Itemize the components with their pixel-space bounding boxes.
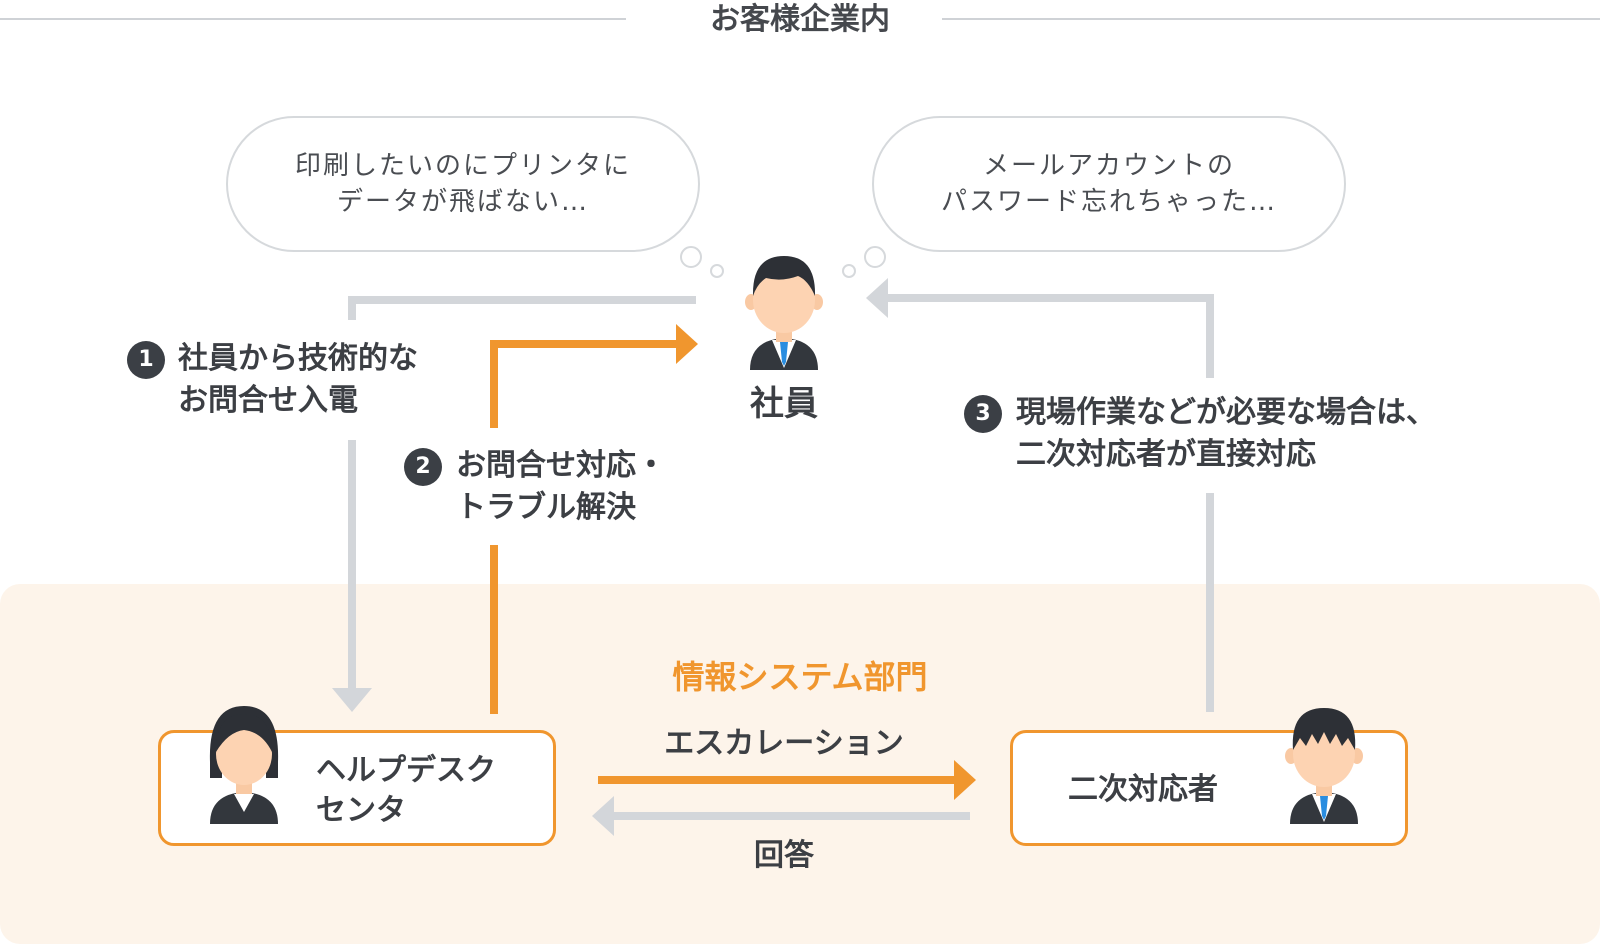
page-title: お客様企業内 [710, 2, 890, 37]
header-divider-right [942, 18, 1600, 20]
arrow-step1 [332, 296, 696, 712]
arrow-answer [592, 796, 970, 836]
male-employee-icon [745, 256, 823, 370]
male-support-icon [1285, 708, 1363, 824]
step3-badge: 3 [964, 395, 1002, 433]
thought-bubble-right: メールアカウントの パスワード忘れちゃった… [872, 116, 1346, 252]
thought-bubble-left-line1: 印刷したいのにプリンタに [294, 151, 631, 181]
step1-text: 社員から技術的な お問合せ入電 [178, 338, 418, 422]
female-helpdesk-icon [209, 706, 279, 824]
step1-badge: 1 [127, 341, 165, 379]
department-title: 情報システム部門 [672, 658, 928, 696]
secondary-label: 二次対応者 [1068, 772, 1218, 807]
thought-bubble-right-line2: パスワード忘れちゃった… [940, 187, 1277, 217]
thought-bubble-right-line1: メールアカウントの [982, 151, 1235, 181]
step2-text: お問合せ対応・ トラブル解決 [456, 445, 666, 529]
arrow-step3 [866, 278, 1214, 712]
step2-badge: 2 [404, 448, 442, 486]
thought-bubble-left: 印刷したいのにプリンタに データが飛ばない… [226, 116, 700, 252]
escalation-label: エスカレーション [664, 726, 904, 761]
answer-label: 回答 [754, 838, 814, 873]
header-divider-left [0, 18, 626, 20]
step1-line1: 社員から技術的な [178, 341, 418, 376]
step1-line2: お問合せ入電 [178, 383, 358, 418]
arrow-escalation [598, 760, 976, 800]
employee-label: 社員 [750, 384, 818, 424]
step3-line1: 現場作業などが必要な場合は、 [1016, 395, 1436, 430]
step3-line2: 二次対応者が直接対応 [1016, 437, 1316, 472]
helpdesk-label: ヘルプデスク センタ [316, 751, 496, 831]
step3-text: 現場作業などが必要な場合は、 二次対応者が直接対応 [1016, 392, 1436, 476]
thought-bubble-left-line2: データが飛ばない… [336, 187, 589, 217]
thought-dot-icon [710, 264, 724, 278]
thought-dot-icon [864, 246, 886, 268]
thought-dot-icon [842, 264, 856, 278]
helpdesk-label-line2: センタ [316, 793, 406, 828]
arrow-step2 [490, 324, 698, 714]
step2-line1: お問合せ対応・ [456, 448, 666, 483]
helpdesk-label-line1: ヘルプデスク [316, 753, 496, 788]
thought-dot-icon [680, 246, 702, 268]
step2-line2: トラブル解決 [456, 490, 636, 525]
